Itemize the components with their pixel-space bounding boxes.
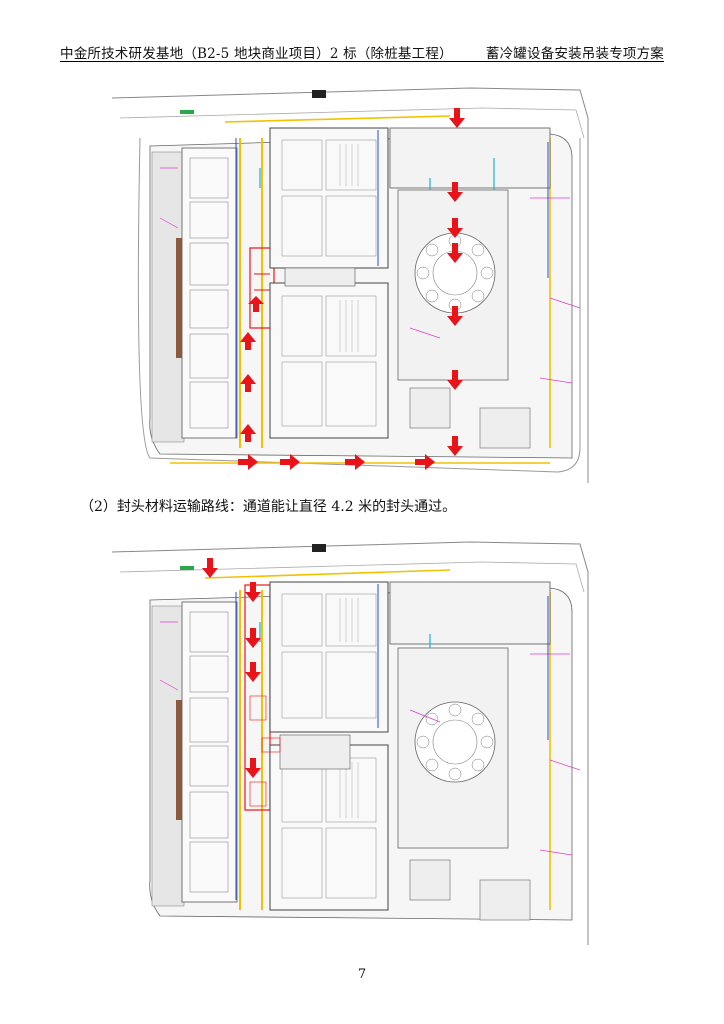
site-plan-svg-1 bbox=[111, 87, 589, 483]
transport-route-arrows bbox=[238, 108, 465, 470]
header-document-title: 蓄冷罐设备安装吊装专项方案 bbox=[485, 46, 664, 62]
header-project-title: 中金所技术研发基地（B2-5 地块商业项目）2 标（除桩基工程） bbox=[60, 46, 453, 62]
page-header: 中金所技术研发基地（B2-5 地块商业项目）2 标（除桩基工程） 蓄冷罐设备安装… bbox=[60, 40, 664, 62]
route-caption: （2）封头材料运输路线：通道能让直径 4.2 米的封头通过。 bbox=[80, 499, 457, 515]
site-plan-drawing-2 bbox=[110, 530, 604, 950]
head-transport-arrows bbox=[202, 558, 261, 778]
site-plan-drawing-1 bbox=[110, 78, 604, 488]
header-rule bbox=[60, 61, 664, 62]
site-plan-svg-2 bbox=[111, 541, 589, 945]
page-number: 7 bbox=[357, 967, 367, 982]
